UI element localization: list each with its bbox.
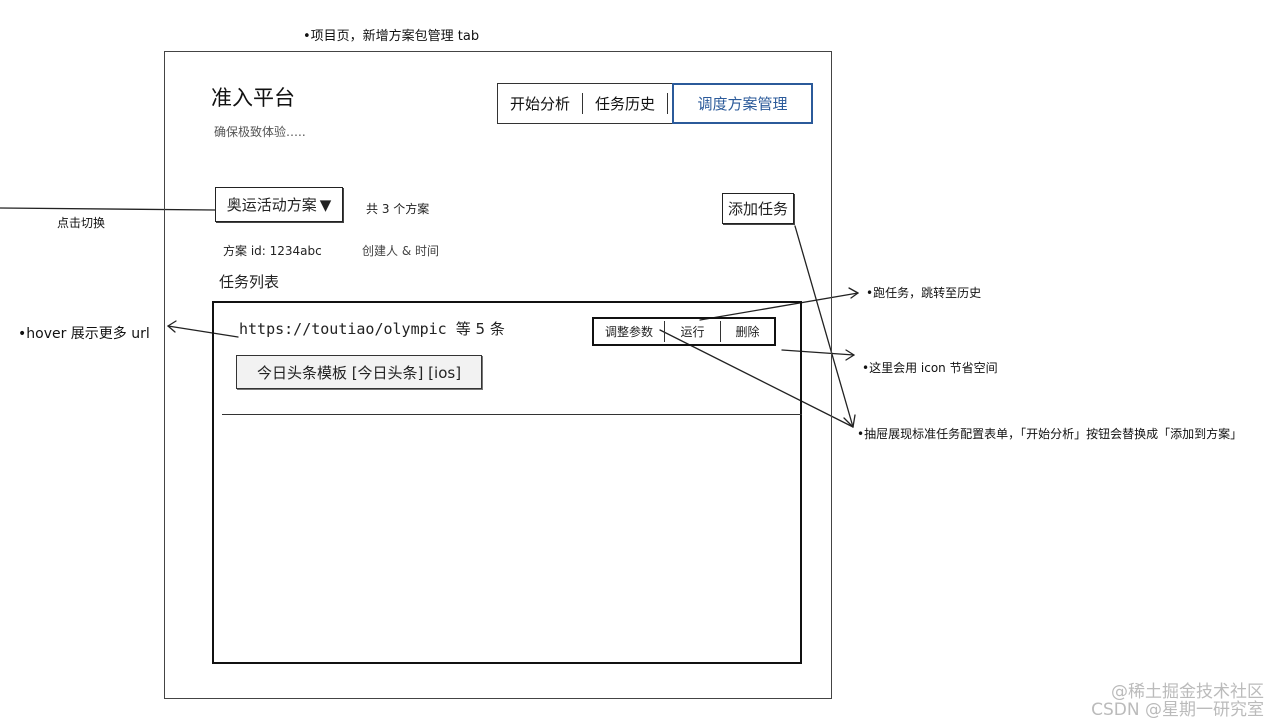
tab-start-analysis[interactable]: 开始分析 — [498, 93, 583, 114]
plan-creator-time: 创建人 & 时间 — [362, 244, 439, 258]
task-list-title: 任务列表 — [219, 273, 280, 291]
annotation-run: •跑任务，跳转至历史 — [866, 286, 982, 300]
annotation-drawer: •抽屉展现标准任务配置表单，「开始分析」按钮会替换成「添加到方案」 — [857, 427, 1243, 441]
task-actions: 调整参数 运行 删除 — [592, 317, 776, 346]
task-url-more: 等 5 条 — [455, 320, 505, 338]
annotation-hover: •hover 展示更多 url — [18, 326, 150, 342]
plan-select[interactable]: 奥运活动方案 ▼ — [215, 187, 343, 222]
delete-button[interactable]: 删除 — [735, 325, 760, 339]
tab-task-history[interactable]: 任务历史 — [583, 93, 668, 114]
plan-select-value: 奥运活动方案 — [226, 196, 317, 214]
watermark: @稀土掘金技术社区 CSDN @星期一研究室 — [1091, 683, 1264, 719]
annotation-top: •项目页，新增方案包管理 tab — [303, 29, 480, 44]
task-url-text: https://toutiao/olympic — [239, 320, 447, 338]
watermark-line-1: @稀土掘金技术社区 — [1111, 682, 1264, 702]
tab-bar: 开始分析 任务历史 调度方案管理 — [497, 83, 813, 124]
add-task-button[interactable]: 添加任务 — [722, 193, 794, 224]
tab-plan-management[interactable]: 调度方案管理 — [672, 83, 813, 124]
task-url[interactable]: https://toutiao/olympic 等 5 条 — [239, 318, 505, 339]
run-button[interactable]: 运行 — [665, 321, 721, 342]
page-subtitle: 确保极致体验….. — [214, 125, 306, 139]
task-divider — [222, 414, 802, 415]
annotation-switch: 点击切换 — [57, 216, 106, 230]
page-title: 准入平台 — [211, 86, 295, 110]
chevron-down-icon: ▼ — [319, 195, 332, 214]
plan-id: 方案 id: 1234abc — [223, 244, 322, 258]
task-list — [212, 301, 802, 664]
page-frame — [164, 51, 832, 699]
plan-count: 共 3 个方案 — [366, 202, 430, 216]
annotation-icon: •这里会用 icon 节省空间 — [862, 361, 998, 375]
watermark-line-2: CSDN @星期一研究室 — [1091, 700, 1264, 720]
adjust-params-button[interactable]: 调整参数 — [594, 321, 665, 342]
task-template-tag: 今日头条模板 [今日头条] [ios] — [236, 355, 482, 389]
